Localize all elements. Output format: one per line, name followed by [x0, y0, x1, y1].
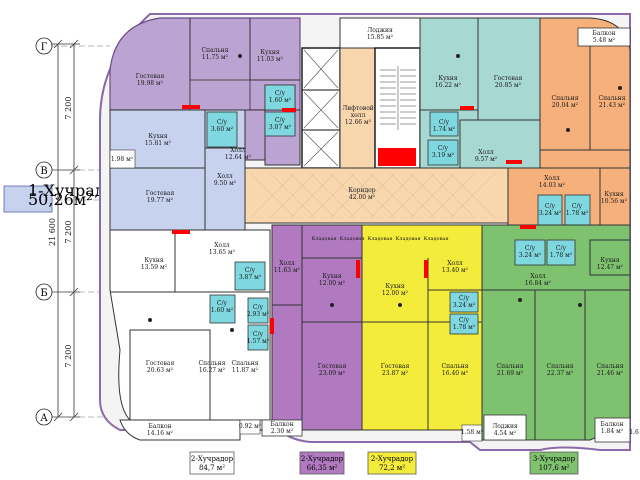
corridor-hatch	[249, 172, 496, 219]
loggia-top	[339, 17, 421, 49]
dim-span-1: 7 200	[64, 97, 73, 120]
apartment-labels-bottom	[189, 451, 579, 475]
dim-span-2: 7 200	[64, 221, 73, 244]
room-label: 0.92 м²	[239, 423, 262, 430]
stair-red-block	[378, 148, 416, 166]
balcony-bottom-left	[119, 419, 241, 441]
dim-span-3: 7 200	[64, 345, 73, 368]
storage-label: Кладовая	[423, 236, 448, 242]
axis-label-b: Б	[40, 288, 47, 299]
storage-label: Кладовая	[395, 236, 420, 242]
axis-label-a: А	[40, 413, 48, 424]
lift-hall	[339, 47, 376, 169]
dot-markers	[148, 54, 622, 332]
corridor	[244, 167, 509, 224]
axis-label-g: Г	[41, 42, 48, 53]
storage-label: Кладовая	[367, 236, 392, 242]
axis-label-v: В	[40, 166, 47, 177]
room-label: 1.6	[629, 429, 639, 436]
room-label: 1.98 м²	[111, 156, 134, 163]
apartment-label-1: 1-Хучрадор50,26м²	[3, 181, 124, 213]
room-label: 1.58 м²	[461, 429, 484, 436]
storage-label: Кладовая	[311, 236, 336, 242]
dim-total: 21 600	[48, 218, 57, 246]
apartment-2-top-left	[109, 17, 301, 111]
storage-label: Кладовая	[339, 236, 364, 242]
stair-treads	[380, 66, 416, 130]
red-markers	[172, 105, 536, 334]
lift-shafts	[301, 47, 341, 169]
axis-markers: Г В Б А	[35, 37, 53, 426]
